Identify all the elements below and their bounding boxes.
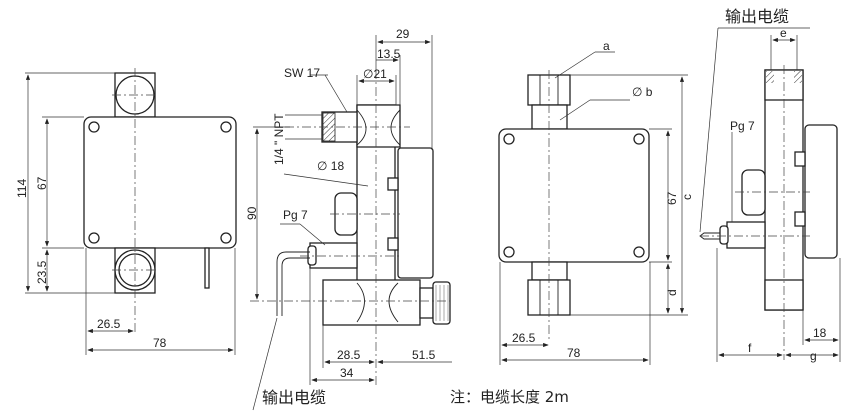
dim-78-variant: 78 <box>567 346 581 360</box>
side-view: SW 17 1/4 " NPT ∅ 18 Pg 7 29 13.5 ∅21 90… <box>245 27 452 411</box>
output-cable-label: 输出电缆 <box>262 388 326 407</box>
dim-g: g <box>810 349 817 363</box>
label-b: ∅ b <box>632 85 653 99</box>
variant-side-view: 输出电缆 Pg 7 e 18 f g <box>699 7 841 363</box>
thread-label: 1/4 " NPT <box>272 113 286 165</box>
note-cable-length: 注：电缆长度 2m <box>450 388 569 406</box>
gland-label-variant: Pg 7 <box>730 119 755 133</box>
output-cable-label-variant: 输出电缆 <box>725 7 789 26</box>
dim-90: 90 <box>245 206 259 220</box>
dim-d: d <box>665 289 679 296</box>
label-a: a <box>603 39 610 53</box>
dim-34: 34 <box>340 366 354 380</box>
dim-26-5-variant: 26.5 <box>512 331 536 345</box>
dim-21: ∅21 <box>363 67 387 81</box>
dim-18: 18 <box>813 326 827 340</box>
gland-label: Pg 7 <box>283 208 308 222</box>
dim-51-5: 51.5 <box>412 348 436 362</box>
dim-29: 29 <box>396 27 410 41</box>
dim-13-5: 13.5 <box>377 47 401 61</box>
dim-23-5: 23.5 <box>35 260 49 284</box>
dim-67: 67 <box>35 176 49 190</box>
dim-78: 78 <box>153 336 167 350</box>
variant-front-view: a ∅ b c 67 d 26.5 78 <box>498 39 694 365</box>
wrench-size-label: SW 17 <box>284 66 320 80</box>
dim-f: f <box>748 341 752 355</box>
dim-26-5: 26.5 <box>97 317 121 331</box>
dim-114: 114 <box>15 179 29 198</box>
tube-diameter-label: ∅ 18 <box>317 159 344 173</box>
dim-28-5: 28.5 <box>337 348 361 362</box>
dim-c: c <box>680 194 694 200</box>
front-view: 114 67 23.5 26.5 78 <box>15 68 237 355</box>
dim-67-variant: 67 <box>665 191 679 205</box>
screw-icons <box>88 121 232 244</box>
dim-e: e <box>780 26 787 40</box>
